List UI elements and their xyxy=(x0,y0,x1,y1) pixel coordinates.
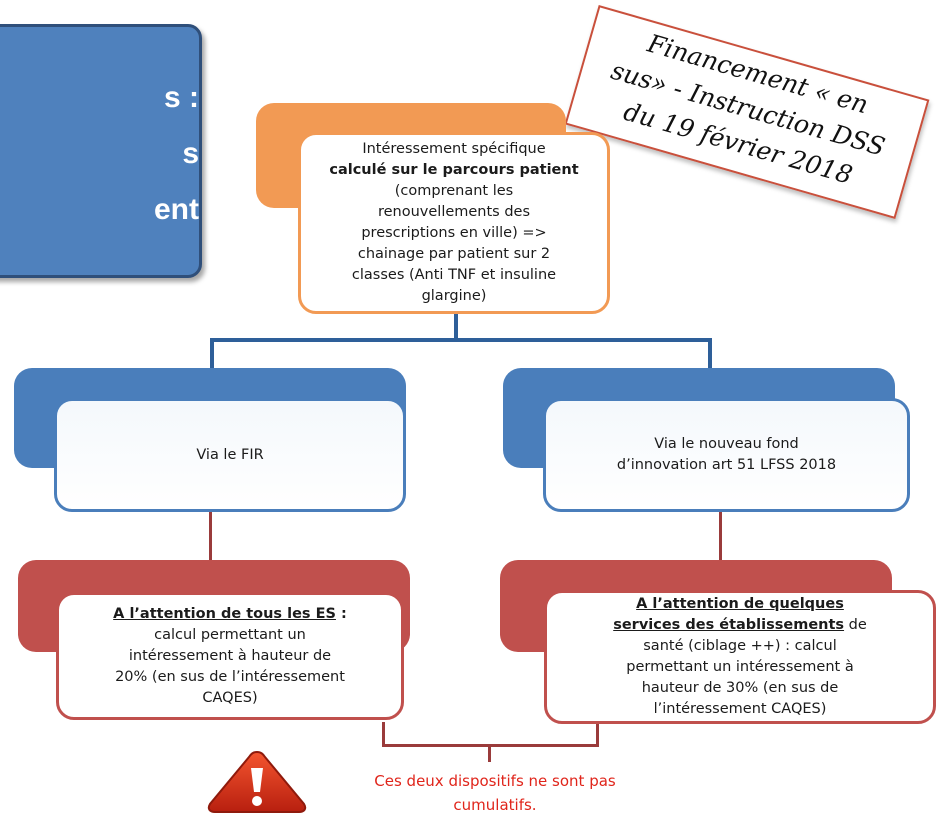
top-node-line-3: (comprenant les xyxy=(394,183,514,199)
right-mid-line-2: d’innovation art 51 LFSS 2018 xyxy=(616,457,837,473)
title-line-3: ent xyxy=(154,193,199,226)
connector-left-red xyxy=(209,512,212,564)
connector-horizontal xyxy=(210,338,712,342)
left-bottom-heading-row: A l’attention de tous les ES : xyxy=(113,604,347,625)
right-bottom-line-3: hauteur de 30% (en sus de xyxy=(641,680,839,696)
right-bottom-heading-row: services des établissements de xyxy=(613,615,867,636)
bracket-right xyxy=(596,724,599,746)
left-bottom-heading: A l’attention de tous les ES xyxy=(113,605,336,622)
right-bottom-heading-2: services des établissements xyxy=(613,617,845,633)
left-bottom-line-1: calcul permettant un xyxy=(154,626,306,643)
right-bottom-heading-suffix: de xyxy=(844,617,867,633)
warning-icon xyxy=(207,750,307,813)
top-node-line-7: classes (Anti TNF et insuline xyxy=(351,267,557,283)
right-bottom-line-1: santé (ciblage ++) : calcul xyxy=(643,638,837,654)
top-node: Intéressement spécifique calculé sur le … xyxy=(298,132,610,314)
left-bottom-line-4: CAQES) xyxy=(202,689,258,706)
top-node-line-4: renouvellements des xyxy=(377,204,531,220)
top-node-line-6: chainage par patient sur 2 xyxy=(357,246,551,262)
connector-right-red xyxy=(719,512,722,564)
top-node-line-1: Intéressement spécifique xyxy=(362,141,546,157)
warning-line-1: Ces deux dispositifs ne sont pas xyxy=(374,772,616,790)
title-box: s : s ent xyxy=(0,24,202,278)
top-node-line-8: glargine) xyxy=(421,288,487,304)
left-mid-label: Via le FIR xyxy=(196,446,264,463)
right-bottom-node: A l’attention de quelques services des é… xyxy=(544,590,936,724)
left-bottom-line-2: intéressement à hauteur de xyxy=(128,647,332,664)
warning-line-2: cumulatifs. xyxy=(453,796,537,814)
right-bottom-line-4: l’intéressement CAQES) xyxy=(653,701,827,717)
connector-top-vertical xyxy=(454,314,458,340)
funding-note: Financement « en sus» - Instruction DSS … xyxy=(564,4,930,220)
connector-left-drop xyxy=(210,338,214,372)
warning-text: Ces deux dispositifs ne sont pas cumulat… xyxy=(306,769,684,817)
bracket-left xyxy=(382,722,385,746)
left-mid-node: Via le FIR xyxy=(54,398,406,512)
right-bottom-heading-1: A l’attention de quelques xyxy=(636,596,844,612)
bracket-stem xyxy=(488,746,491,762)
bracket-bottom xyxy=(382,744,599,747)
top-node-line-2: calculé sur le parcours patient xyxy=(329,162,579,178)
right-bottom-line-2: permettant un intéressement à xyxy=(626,659,854,675)
right-mid-node: Via le nouveau fond d’innovation art 51 … xyxy=(543,398,910,512)
title-line-2: s xyxy=(182,137,199,170)
title-line-1: s : xyxy=(163,81,199,114)
top-node-line-5: prescriptions en ville) => xyxy=(361,225,547,241)
left-bottom-heading-suffix: : xyxy=(335,605,347,622)
right-mid-line-1: Via le nouveau fond xyxy=(654,436,799,452)
connector-right-drop xyxy=(708,338,712,372)
left-bottom-node: A l’attention de tous les ES : calcul pe… xyxy=(56,592,404,720)
left-bottom-line-3: 20% (en sus de l’intéressement xyxy=(115,668,345,685)
